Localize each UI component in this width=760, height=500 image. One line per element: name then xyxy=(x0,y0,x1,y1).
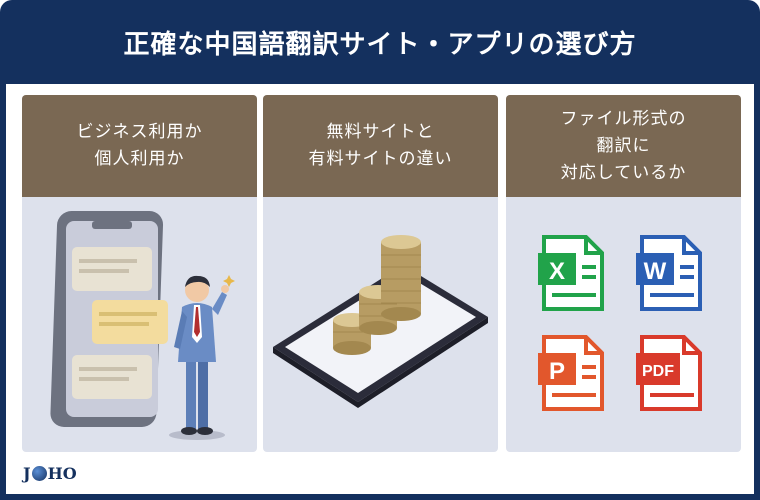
panel-file-formats: ファイル形式の 翻訳に 対応しているか X W xyxy=(506,95,741,452)
joho-logo: J HO xyxy=(23,462,77,484)
panel-business-or-personal: ビジネス利用か 個人利用か xyxy=(22,95,257,452)
businessman-icon xyxy=(169,275,235,440)
smartphone-businessman-illustration xyxy=(50,211,235,440)
globe-icon xyxy=(31,465,47,481)
header-bar xyxy=(0,0,760,84)
frame-border-left xyxy=(0,84,6,500)
word-file-icon: W xyxy=(636,235,702,311)
powerpoint-letter: P xyxy=(549,358,565,385)
panel-heading-line: 有料サイトの違い xyxy=(308,149,453,169)
page-title: 正確な中国語翻訳サイト・アプリの選び方 xyxy=(123,29,637,60)
file-format-icons: X W P xyxy=(538,235,702,411)
smartphone-icon xyxy=(50,211,168,427)
panel-heading-line: 翻訳に xyxy=(596,135,651,156)
panel-heading-line: 無料サイトと xyxy=(326,122,435,142)
pdf-letter: PDF xyxy=(642,363,674,380)
logo-text-left: J xyxy=(23,463,31,483)
panel-heading-line: ビジネス利用か xyxy=(76,122,203,142)
frame-border-right xyxy=(754,84,760,500)
word-letter: W xyxy=(644,258,667,285)
excel-file-icon: X xyxy=(538,235,604,311)
panel-free-vs-paid: 無料サイトと 有料サイトの違い xyxy=(263,95,498,452)
coins-on-tablet-illustration xyxy=(273,235,488,408)
coin-stack-icon xyxy=(333,235,421,355)
powerpoint-file-icon: P xyxy=(538,335,604,411)
panel-heading: ファイル形式の 翻訳に 対応しているか xyxy=(506,95,741,197)
panel-heading-line: 個人利用か xyxy=(94,149,185,169)
pdf-file-icon: PDF xyxy=(636,335,702,411)
panel-heading: ビジネス利用か 個人利用か xyxy=(22,95,257,197)
excel-letter: X xyxy=(549,258,565,285)
frame-border-bottom xyxy=(0,494,760,500)
panel-heading-line: ファイル形式の xyxy=(560,108,687,129)
logo-text-right: HO xyxy=(47,463,77,483)
panel-heading: 無料サイトと 有料サイトの違い xyxy=(263,95,498,197)
panel-heading-line: 対応しているか xyxy=(560,162,687,183)
